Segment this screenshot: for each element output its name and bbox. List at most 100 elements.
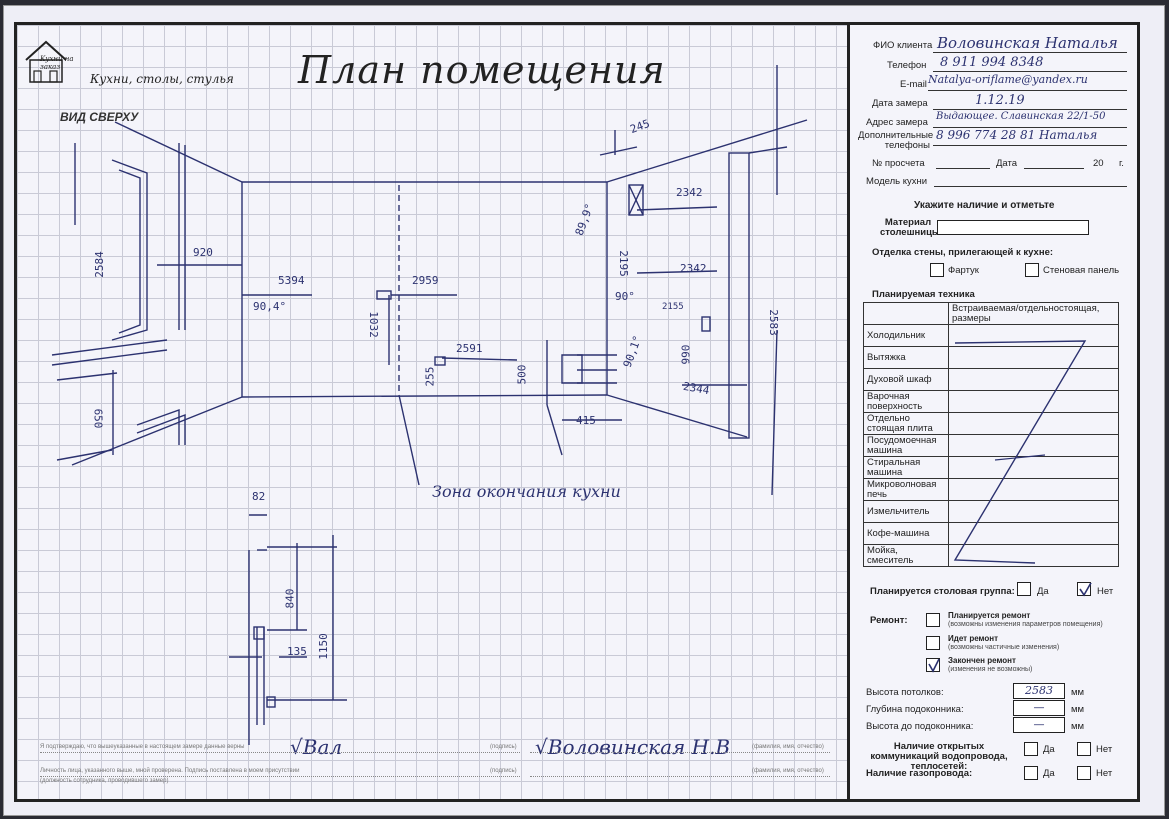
appliance-label: Микроволновая печь xyxy=(863,478,949,501)
appliance-label: Духовой шкаф xyxy=(863,368,949,391)
repair-ongoing-title: Идет ремонт xyxy=(948,634,998,643)
date-line xyxy=(933,109,1127,110)
wall-panel-checkbox[interactable] xyxy=(1025,263,1039,277)
phone-value[interactable]: 8 911 994 8348 xyxy=(940,55,1044,70)
footer-line-1 xyxy=(40,752,520,753)
repair-ongoing-checkbox[interactable] xyxy=(926,636,940,650)
address-label: Адрес замера xyxy=(866,117,928,128)
dim-920: 920 xyxy=(193,246,213,259)
dim-2591: 2591 xyxy=(456,342,483,355)
house-logo-icon xyxy=(25,40,67,83)
angle-90-4: 90,4° xyxy=(253,300,287,313)
appliance-label: Посудомоечная машина xyxy=(863,434,949,457)
extra-phone-value[interactable]: 8 996 774 28 81 Наталья xyxy=(936,128,1098,142)
room-sketch xyxy=(51,65,808,745)
dining-no-checkbox[interactable] xyxy=(1077,580,1093,597)
dim-840: 840 xyxy=(283,588,297,609)
strike-z-mark xyxy=(953,340,1087,564)
dining-yes-checkbox[interactable] xyxy=(1017,582,1031,596)
extra-phone-label: Дополнительные телефоны xyxy=(858,130,934,151)
open-utilities-yes-checkbox[interactable] xyxy=(1024,742,1038,756)
appliance-label: Холодильник xyxy=(863,324,949,347)
table-row: Варочная поверхность xyxy=(863,390,1119,413)
fio-value[interactable]: Воловинская Наталья xyxy=(937,34,1118,52)
table-header-blank xyxy=(863,302,949,325)
footer-responsible-label: (должность сотрудника, проводившего заме… xyxy=(40,778,169,784)
gas-no-label: Нет xyxy=(1096,768,1113,779)
gas-yes-label: Да xyxy=(1043,768,1055,779)
table-row: Вытяжка xyxy=(863,346,1119,369)
date-value[interactable]: 1.12.19 xyxy=(975,93,1025,108)
drawing-area xyxy=(17,25,847,799)
dim-82: 82 xyxy=(252,490,266,503)
table-header-cell: Встраиваемая/отдельностоящая, размеры xyxy=(948,302,1119,325)
gas-no-checkbox[interactable] xyxy=(1077,766,1091,780)
gas-yes-checkbox[interactable] xyxy=(1024,766,1038,780)
brand-line: Кухни, столы, стулья xyxy=(90,72,234,86)
dim-500: 500 xyxy=(515,364,529,385)
dining-label: Планируется столовая группа: xyxy=(870,586,1015,597)
table-row: Духовой шкаф xyxy=(863,368,1119,391)
fio-line xyxy=(933,52,1127,53)
ceiling-input[interactable]: 2583 xyxy=(1013,683,1065,699)
dim-2959: 2959 xyxy=(412,274,439,287)
footer-line-3 xyxy=(40,776,520,777)
footer-sign-label: (подпись) xyxy=(490,744,517,750)
marks-heading: Укажите наличие и отметьте xyxy=(914,200,1055,211)
dim-1150: 1150 xyxy=(316,633,330,660)
repair-done-title: Закончен ремонт xyxy=(948,656,1016,665)
dim-2342-mid: 2342 xyxy=(680,262,707,275)
address-line xyxy=(933,127,1127,128)
dim-2195: 2195 xyxy=(616,250,630,277)
table-header-row: Встраиваемая/отдельностоящая, размеры xyxy=(863,302,1119,325)
calc-date-line xyxy=(1024,168,1084,169)
dim-2584: 2584 xyxy=(92,251,106,278)
sill-depth-label: Глубина подоконника: xyxy=(866,704,964,715)
repair-done-note: (изменения не возможны) xyxy=(948,666,1033,673)
dim-135: 135 xyxy=(287,645,307,658)
dim-990: 990 xyxy=(679,344,693,365)
table-row: Отдельно стоящая плита xyxy=(863,412,1119,435)
footer-confirm: Я подтверждаю, что вышеуказанные в насто… xyxy=(40,744,245,750)
fartuk-checkbox[interactable] xyxy=(930,263,944,277)
repair-done-checkbox[interactable] xyxy=(926,658,940,673)
repair-ongoing-note: (возможны частичные изменения) xyxy=(948,644,1060,651)
email-value[interactable]: Natalya-oriflame@yandex.ru xyxy=(928,73,1088,86)
wall-finish-label: Отделка стены, прилегающей к кухне: xyxy=(872,247,1054,258)
phone-line xyxy=(933,71,1127,72)
angle-90: 90° xyxy=(615,290,635,303)
sill-height-input[interactable]: — xyxy=(1013,717,1065,733)
ceiling-unit: мм xyxy=(1071,687,1085,698)
fartuk-label: Фартук xyxy=(948,265,979,276)
footer-name-label-2: (фамилия, имя, отчество) xyxy=(752,768,824,774)
material-label: Материал столешницы xyxy=(880,217,941,238)
appliance-label: Отдельно стоящая плита xyxy=(863,412,949,435)
dim-415: 415 xyxy=(576,414,596,427)
appliances-table: Встраиваемая/отдельностоящая, размеры Хо… xyxy=(863,302,1119,567)
open-utilities-label: Наличие открытых коммуникаций водопровод… xyxy=(870,741,1008,772)
zone-note: Зона окончания кухни xyxy=(432,482,621,501)
appliance-label: Варочная поверхность xyxy=(863,390,949,413)
sill-height-label: Высота до подоконника: xyxy=(866,721,974,732)
page-title: План помещения xyxy=(298,48,666,92)
date-label: Дата замера xyxy=(872,98,928,109)
appliance-label: Кофе-машина xyxy=(863,522,949,545)
panel-divider xyxy=(847,25,850,799)
table-row: Измельчитель xyxy=(863,500,1119,523)
dim-2342-top: 2342 xyxy=(676,186,703,199)
repair-planned-note: (возможны изменения параметров помещения… xyxy=(948,621,1103,628)
open-utilities-yes-label: Да xyxy=(1043,744,1055,755)
appliance-label: Стиральная машина xyxy=(863,456,949,479)
view-label: ВИД СВЕРХУ xyxy=(60,110,139,124)
appliance-label: Вытяжка xyxy=(863,346,949,369)
open-utilities-no-checkbox[interactable] xyxy=(1077,742,1091,756)
repair-planned-title: Планируется ремонт xyxy=(948,611,1031,620)
repair-label: Ремонт: xyxy=(870,615,908,626)
year-suffix: г. xyxy=(1119,158,1124,169)
model-label: Модель кухни xyxy=(866,176,928,187)
sill-depth-input[interactable]: — xyxy=(1013,700,1065,716)
repair-planned-checkbox[interactable] xyxy=(926,613,940,627)
dining-yes-label: Да xyxy=(1037,586,1049,597)
material-input[interactable] xyxy=(937,220,1089,235)
address-value[interactable]: Выдающее. Славинская 22/1-50 xyxy=(936,111,1106,122)
